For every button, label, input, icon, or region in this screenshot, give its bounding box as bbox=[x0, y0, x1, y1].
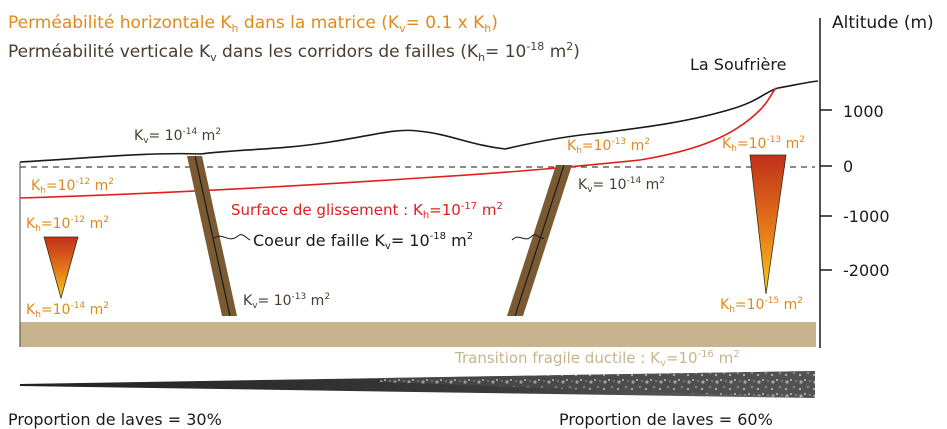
left-permeability-triangle bbox=[44, 237, 78, 298]
kh-left-surface: Kh=10-12 m2 bbox=[31, 177, 114, 196]
kh-right-triangle-bottom: Kh=10-15 m2 bbox=[720, 296, 803, 315]
fault-core-label: Coeur de faille Kv= 10-18 m2 bbox=[253, 231, 473, 252]
base-layer bbox=[20, 322, 816, 347]
right-fault-core bbox=[515, 165, 564, 316]
axis-title: Altitude (m) bbox=[832, 13, 934, 33]
right-permeability-triangle bbox=[750, 155, 786, 294]
kv-left-fault-bottom: Kv= 10-13 m2 bbox=[243, 292, 330, 311]
kh-left-triangle-bottom: Kh=10-14 m2 bbox=[26, 301, 109, 320]
kh-right-fault-top: Kh=10-13 m2 bbox=[567, 137, 650, 156]
legend-vertical-permeability: Perméabilité verticale Kv dans les corri… bbox=[8, 40, 580, 64]
lava-proportion-right: Proportion de laves = 60% bbox=[559, 410, 773, 429]
legend-horizontal-permeability: Perméabilité horizontale Kh dans la matr… bbox=[8, 13, 498, 35]
kh-right-triangle-top: Kh=10-13 m2 bbox=[722, 135, 805, 154]
tick-label-minus-1000: -1000 bbox=[843, 207, 890, 226]
left-fault-core bbox=[195, 156, 230, 316]
transition-label: Transition fragile ductile : Kv=10-16 m2 bbox=[454, 349, 740, 369]
kv-right-fault: Kv= 10-14 m2 bbox=[578, 176, 665, 195]
slide-surface-label: Surface de glissement : Kh=10-17 m2 bbox=[231, 201, 503, 221]
kv-left-fault-top: Kv= 10-14 m2 bbox=[134, 127, 221, 146]
tick-label-1000: 1000 bbox=[843, 102, 884, 121]
topography-line bbox=[20, 81, 818, 162]
peak-label: La Soufrière bbox=[690, 55, 786, 74]
lava-proportion-left: Proportion de laves = 30% bbox=[8, 410, 222, 429]
tick-label-minus-2000: -2000 bbox=[843, 261, 890, 280]
kh-left-triangle-top: Kh=10-12 m2 bbox=[26, 215, 109, 234]
tick-label-0: 0 bbox=[843, 157, 853, 176]
